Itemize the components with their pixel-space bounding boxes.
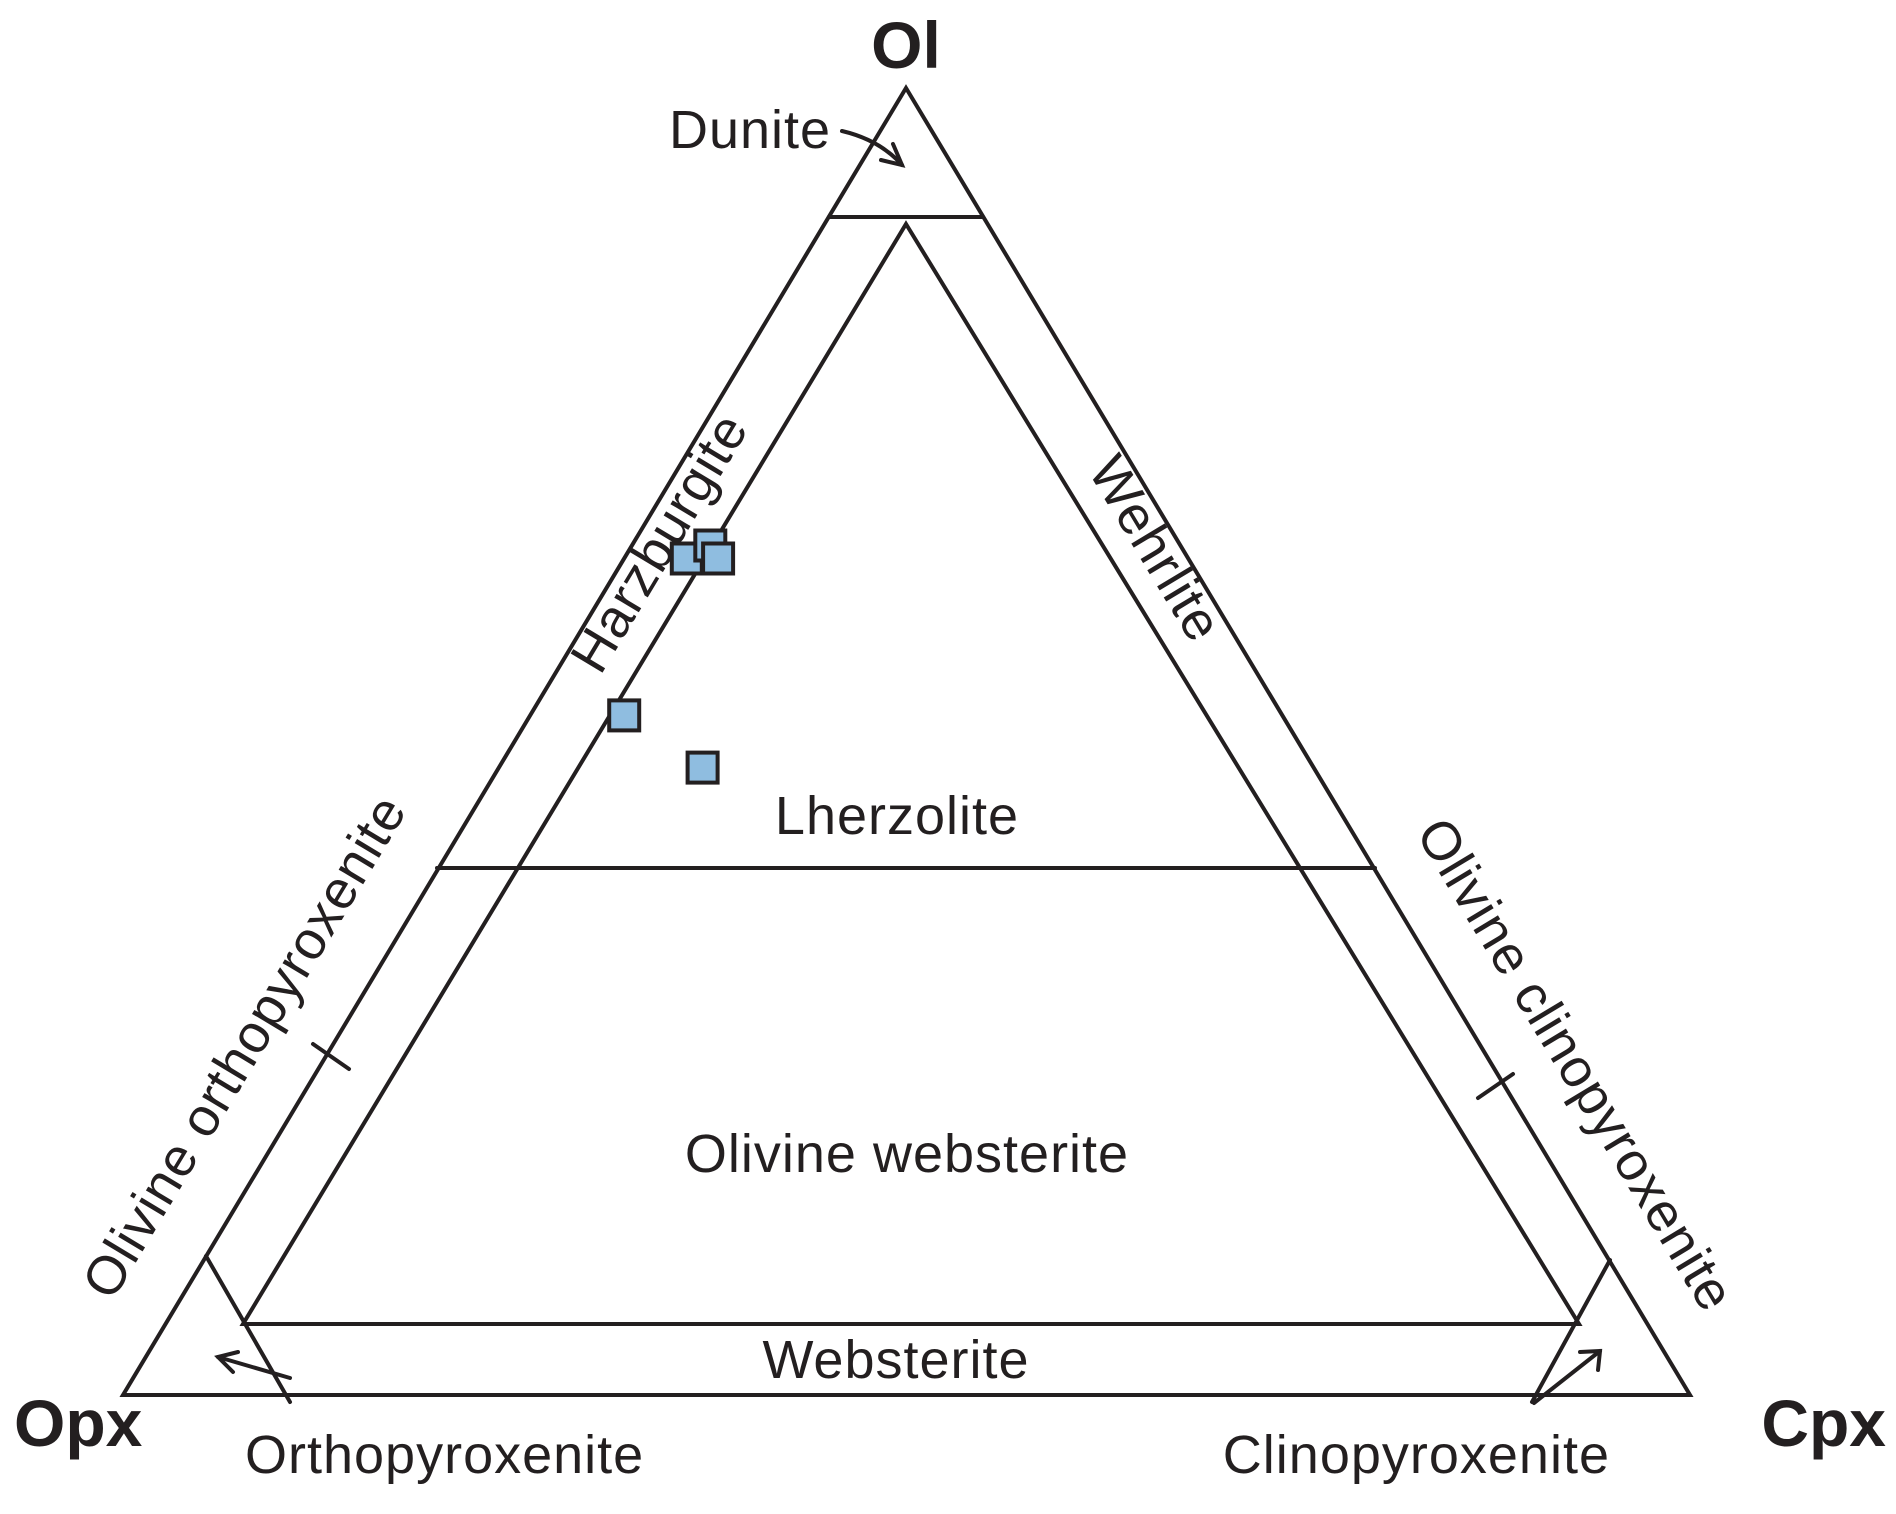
tick-left (311, 1042, 351, 1071)
olivine-clinopyroxenite-label: Olivine clinopyroxenite (1405, 808, 1747, 1322)
clinopyroxenite-label: Clinopyroxenite (1223, 1425, 1610, 1485)
wehrlite-label: Wehrlite (1077, 445, 1234, 652)
sample-point-4 (607, 698, 642, 733)
lherzolite-label: Lherzolite (775, 786, 1019, 846)
olivine-websterite-label: Olivine websterite (685, 1124, 1129, 1184)
apex-cpx-label: Cpx (1761, 1386, 1886, 1460)
outer-triangle (119, 84, 1694, 1397)
inner-triangle (239, 220, 1583, 1326)
apex-opx-label: Opx (14, 1386, 143, 1460)
sample-point-5 (685, 750, 720, 785)
apex-ol-label: Ol (871, 8, 941, 82)
sample-points (607, 528, 736, 785)
tick-right (1476, 1072, 1515, 1100)
clinopyroxenite-arrow-icon (1532, 1348, 1603, 1405)
orthopyroxenite-label: Orthopyroxenite (245, 1425, 644, 1485)
sample-point-3 (701, 541, 736, 576)
clinopyroxenite-boundary (1530, 1258, 1612, 1404)
olivine-orthopyroxenite-label: Olivine orthopyroxenite (71, 785, 419, 1309)
websterite-label: Websterite (762, 1330, 1029, 1390)
orthopyroxenite-arrow-icon (214, 1350, 292, 1380)
orthopyroxenite-boundary (204, 1254, 292, 1404)
dunite-arrow-icon (840, 129, 906, 168)
dunite-label: Dunite (669, 100, 831, 160)
